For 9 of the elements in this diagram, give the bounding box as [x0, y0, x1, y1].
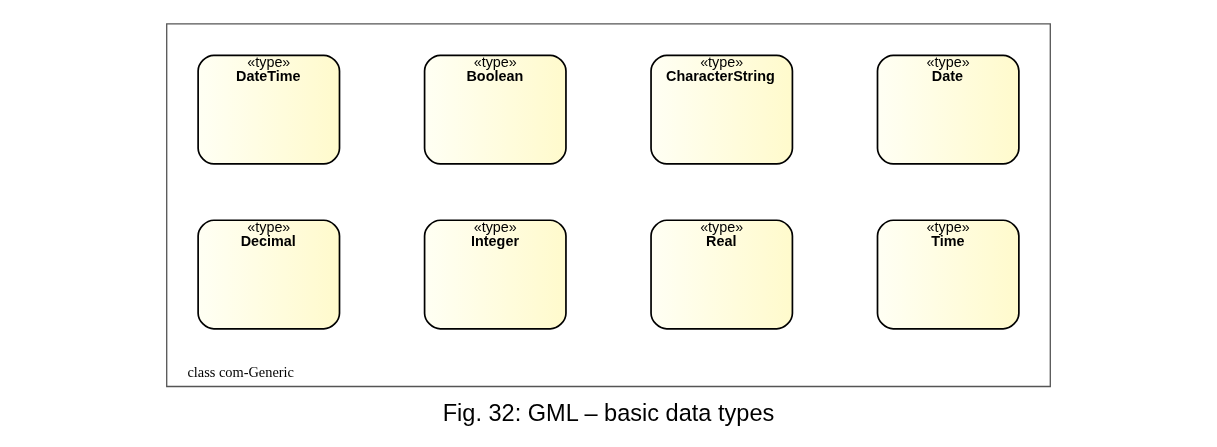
node-box: «type» Real — [650, 219, 794, 330]
node-box: «type» DateTime — [197, 54, 341, 165]
node-box: «type» Integer — [423, 219, 567, 330]
node-box: «type» Boolean — [423, 54, 567, 165]
node-box: «type» CharacterString — [650, 54, 794, 165]
node-box: «type» Decimal — [197, 219, 341, 330]
node-box: «type» Date — [876, 54, 1020, 165]
caption: Fig. 32: GML – basic data types — [442, 400, 775, 427]
node-box: «type» Time — [876, 219, 1020, 330]
